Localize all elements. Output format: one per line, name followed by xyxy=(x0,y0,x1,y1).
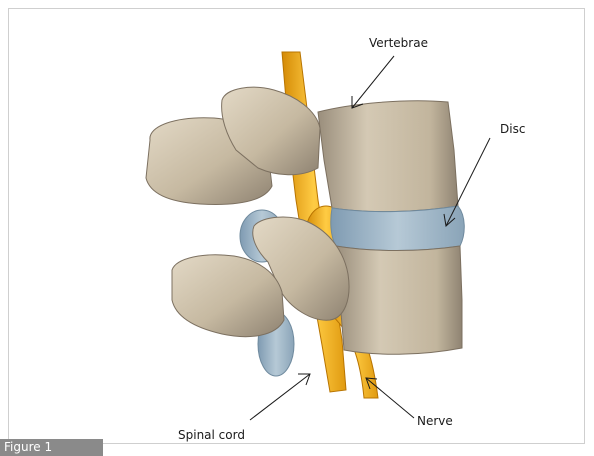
lower-vertebra-processes xyxy=(172,217,349,337)
upper-vertebral-body xyxy=(318,101,458,212)
lower-vertebral-body xyxy=(336,246,462,354)
label-nerve: Nerve xyxy=(417,414,453,428)
label-vertebrae: Vertebrae xyxy=(369,36,428,50)
label-disc: Disc xyxy=(500,122,525,136)
disc-shape xyxy=(331,206,464,251)
upper-vertebra-processes xyxy=(146,87,320,204)
figure-caption: Figure 1 xyxy=(0,439,103,456)
label-spinal-cord: Spinal cord xyxy=(178,428,245,442)
